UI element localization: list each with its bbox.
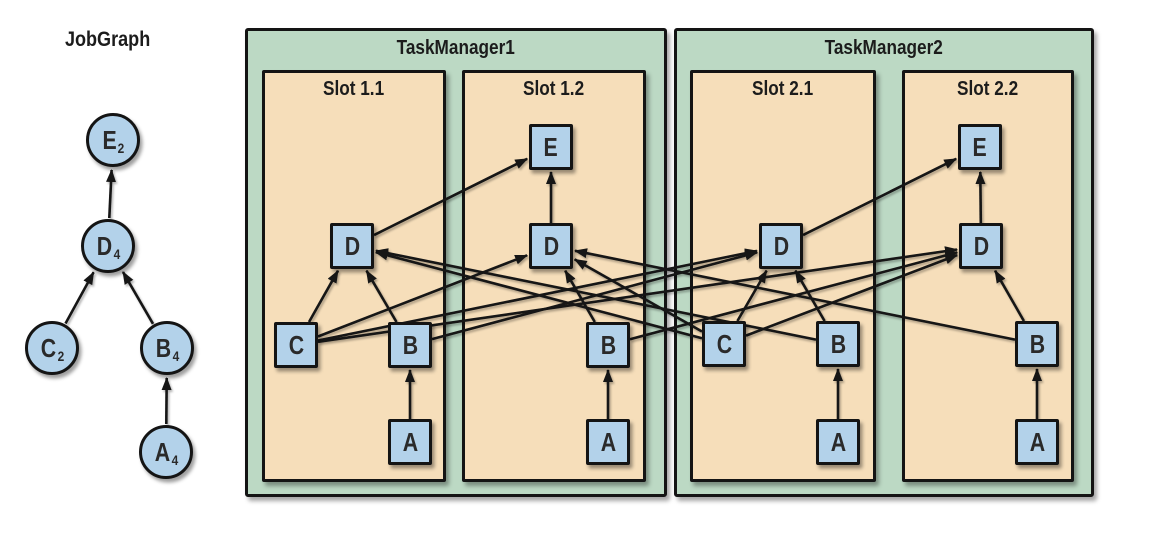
node-parallelism-subscript: 2: [117, 140, 125, 156]
node-label: A: [830, 427, 846, 457]
node-label: A: [1029, 427, 1045, 457]
task-node-D1.2: D: [529, 223, 573, 269]
node-label: D: [973, 231, 989, 261]
task-node-A2.2: A: [1015, 419, 1059, 465]
task-node-D1.1: D: [330, 223, 374, 269]
taskmanager1-title: TaskManager1: [396, 37, 516, 59]
task-node-A1.1: A: [388, 419, 432, 465]
node-label: A: [154, 437, 171, 467]
taskmanager2-title: TaskManager2: [824, 37, 944, 59]
task-node-B2.1: B: [816, 321, 860, 367]
node-label: B: [600, 330, 616, 360]
task-node-D2.1: D: [759, 223, 803, 269]
flow-arrow-jg-B-to-jg-D: [121, 271, 155, 325]
node-label: E: [543, 132, 559, 162]
node-label: B: [830, 329, 846, 359]
node-label: C: [288, 330, 304, 360]
task-node-A1.2: A: [586, 419, 630, 465]
node-label: C: [40, 333, 57, 363]
node-label: B: [402, 330, 418, 360]
node-label: D: [96, 231, 113, 261]
slot-1-2-label: Slot 1.2: [523, 78, 585, 100]
task-node-C1.1: C: [274, 322, 318, 368]
node-label: E: [102, 125, 117, 155]
task-node-E1.2: E: [529, 124, 573, 170]
flow-arrow-jg-D-to-jg-E: [106, 169, 117, 219]
slot-1-1-label: Slot 1.1: [323, 78, 385, 100]
task-node-C2.1: C: [702, 321, 746, 367]
node-label: D: [344, 231, 360, 261]
task-node-B1.2: B: [586, 322, 630, 368]
slot-2-2-label: Slot 2.2: [957, 78, 1019, 100]
node-label: D: [773, 231, 789, 261]
node-label: A: [600, 427, 616, 457]
slot-2-1-label: Slot 2.1: [752, 78, 814, 100]
flow-arrow-jg-C-to-jg-D: [64, 271, 95, 325]
node-parallelism-subscript: 4: [113, 246, 121, 262]
task-node-D2.2: D: [959, 223, 1003, 269]
jobgraph-title: JobGraph: [35, 28, 180, 52]
node-label: A: [402, 427, 418, 457]
task-node-A2.1: A: [816, 419, 860, 465]
task-node-E2.2: E: [958, 124, 1002, 170]
node-label: E: [972, 132, 988, 162]
node-label: B: [155, 333, 172, 363]
node-label: C: [716, 329, 732, 359]
jobgraph-title-text: JobGraph: [64, 28, 151, 51]
task-node-B2.2: B: [1015, 321, 1059, 367]
node-label: D: [543, 231, 559, 261]
task-node-B1.1: B: [388, 322, 432, 368]
node-parallelism-subscript: 4: [171, 452, 179, 468]
node-parallelism-subscript: 4: [172, 348, 180, 364]
node-parallelism-subscript: 2: [57, 348, 65, 364]
node-label: B: [1029, 329, 1045, 359]
